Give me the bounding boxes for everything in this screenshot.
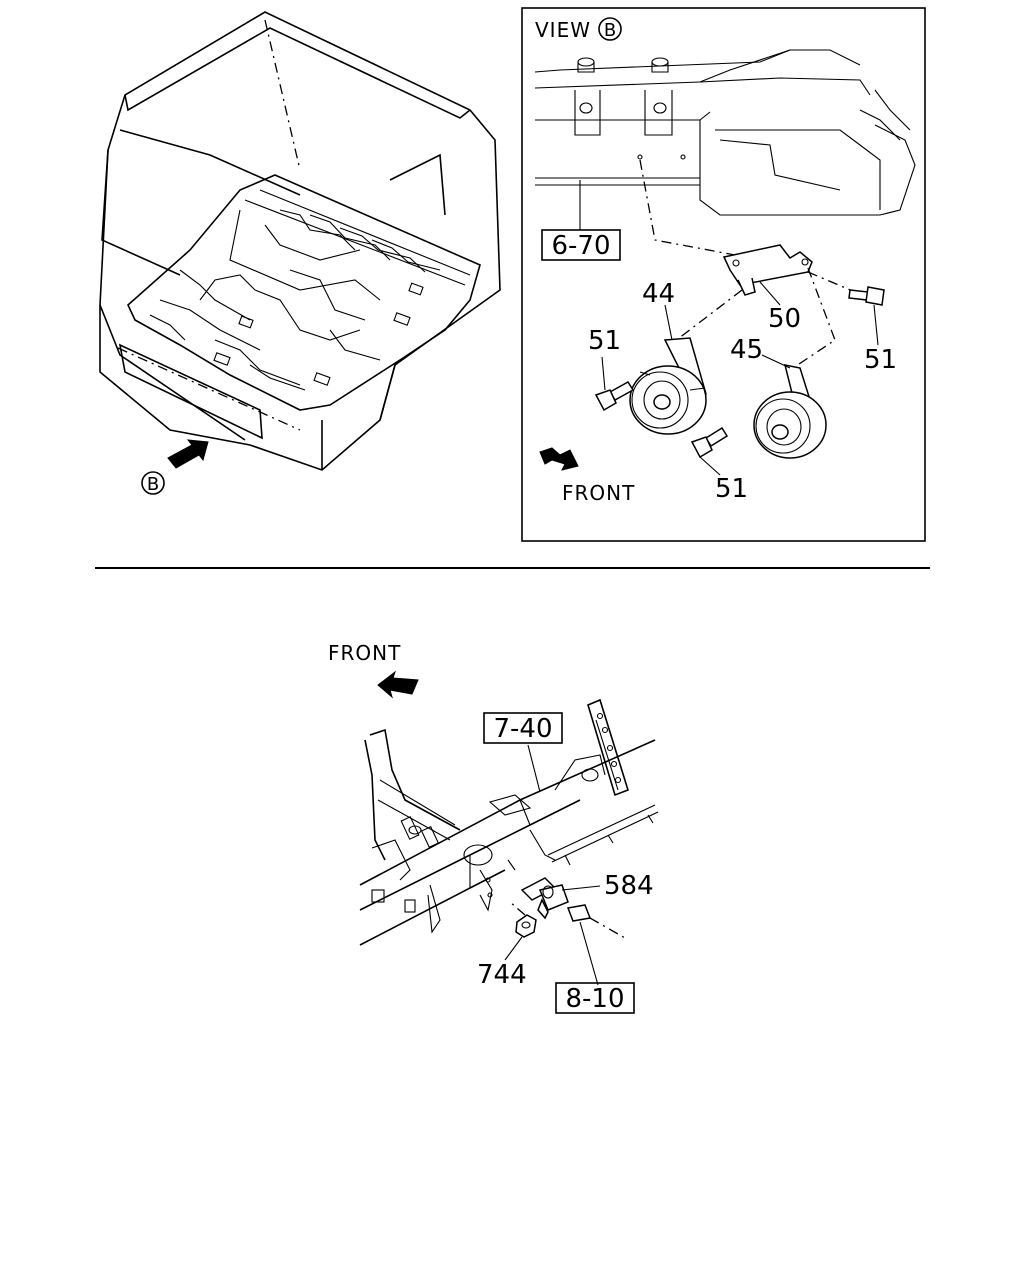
front-arrow-top	[539, 447, 579, 471]
callout-51-right-leader	[873, 304, 879, 346]
ref-box-7-40: 7-40	[483, 712, 563, 744]
nut-744	[515, 914, 537, 938]
sensor-584	[520, 877, 569, 920]
view-b-frame	[521, 7, 926, 542]
ref-box-8-10-text: 8-10	[565, 984, 624, 1014]
callout-51-bottom-leader	[699, 456, 721, 476]
callout-51-bottom: 51	[715, 474, 748, 504]
callout-45: 45	[730, 335, 763, 365]
view-arrow-b	[167, 439, 209, 469]
callout-584: 584	[604, 871, 654, 901]
bracket-to-horn45-line	[789, 267, 836, 371]
cab-illustration	[99, 11, 501, 471]
callout-50: 50	[768, 304, 801, 334]
circled-letter-b: B	[141, 471, 165, 495]
harness-connector	[566, 904, 626, 939]
chassis-frame	[359, 698, 659, 946]
bracket-to-horn44-line	[669, 289, 743, 346]
ref-box-6-70: 6-70	[541, 229, 621, 261]
front-label-top: FRONT	[562, 481, 635, 505]
ref-8-10-leader	[579, 921, 599, 986]
view-b-circle-text: B	[604, 20, 616, 41]
ref-box-7-40-text: 7-40	[493, 714, 552, 744]
callout-744: 744	[477, 960, 527, 990]
ref-7-40-leader	[527, 744, 541, 793]
bolt-right	[848, 286, 885, 306]
horn-44	[629, 337, 707, 435]
bracket-to-bolt-line	[807, 271, 856, 293]
ref-box-6-70-text: 6-70	[551, 231, 610, 261]
horn-45	[753, 364, 827, 459]
bolt-left	[594, 380, 635, 412]
callout-744-leader	[504, 936, 523, 961]
view-b-label: VIEW	[535, 18, 591, 42]
callout-45-leader	[761, 354, 791, 369]
front-label-bottom: FRONT	[328, 641, 401, 665]
callout-51-right: 51	[864, 345, 897, 375]
bolt-bottom	[690, 426, 729, 459]
callout-44: 44	[642, 279, 675, 309]
callout-44-leader	[664, 304, 673, 341]
front-arrow-bottom	[377, 670, 419, 699]
horn-bracket	[722, 244, 813, 296]
nut-dash-line	[509, 901, 526, 916]
callout-51-left-leader	[601, 356, 606, 391]
view-b-circle: B	[598, 17, 622, 41]
callout-584-leader	[561, 885, 601, 891]
circled-letter-b-text: B	[147, 474, 159, 495]
callout-50-leader	[759, 281, 781, 306]
ref-box-8-10: 8-10	[555, 982, 635, 1014]
view-b-frame-rail	[534, 49, 916, 256]
callout-51-left: 51	[588, 326, 621, 356]
